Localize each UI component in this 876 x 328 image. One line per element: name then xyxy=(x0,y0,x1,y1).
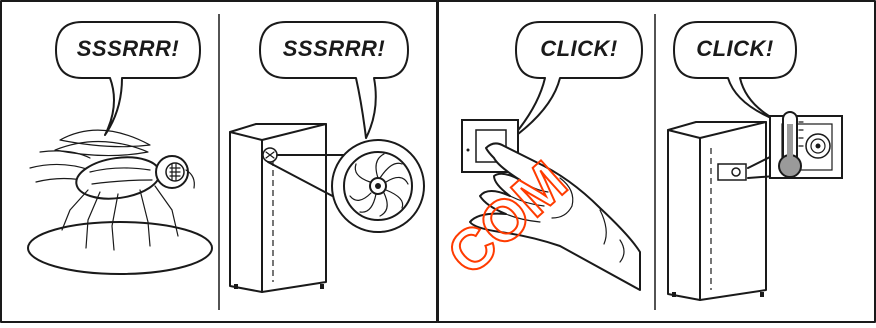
fan-icon xyxy=(332,140,424,232)
panel-fan xyxy=(230,22,424,292)
landing-shadow xyxy=(28,222,212,274)
cabinet-icon xyxy=(230,124,352,292)
caption-thermostat: CLICK! xyxy=(678,36,792,62)
fly-icon xyxy=(30,130,194,250)
caption-fan: SSSRRR! xyxy=(264,36,404,62)
caption-switch: CLICK! xyxy=(520,36,638,62)
panel-thermostat xyxy=(668,22,842,300)
caption-fly: SSSRRR! xyxy=(60,36,196,62)
